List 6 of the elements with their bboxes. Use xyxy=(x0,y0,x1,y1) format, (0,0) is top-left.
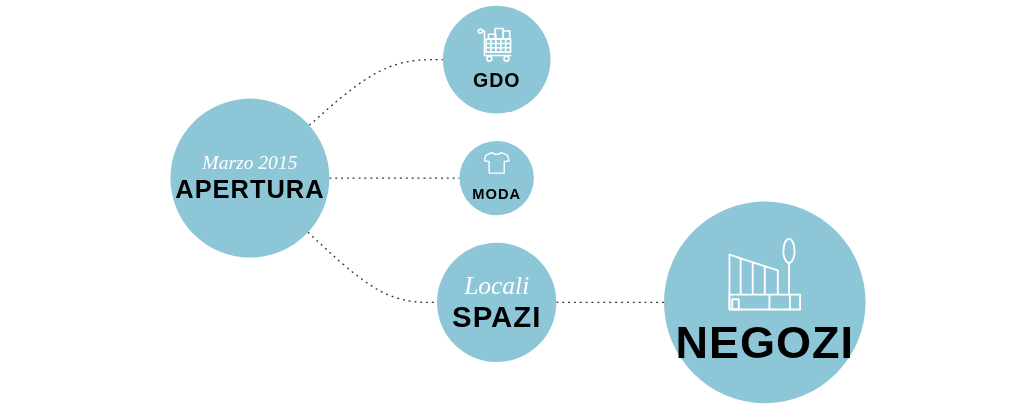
connector xyxy=(308,59,444,126)
node-circle: GDO xyxy=(442,5,551,114)
node-circle: Marzo 2015 APERTURA xyxy=(170,98,330,258)
node-circle: NEGOZI xyxy=(664,201,866,404)
node-circle: Locali SPAZI xyxy=(437,242,557,363)
node-circle: MODA xyxy=(459,140,534,216)
